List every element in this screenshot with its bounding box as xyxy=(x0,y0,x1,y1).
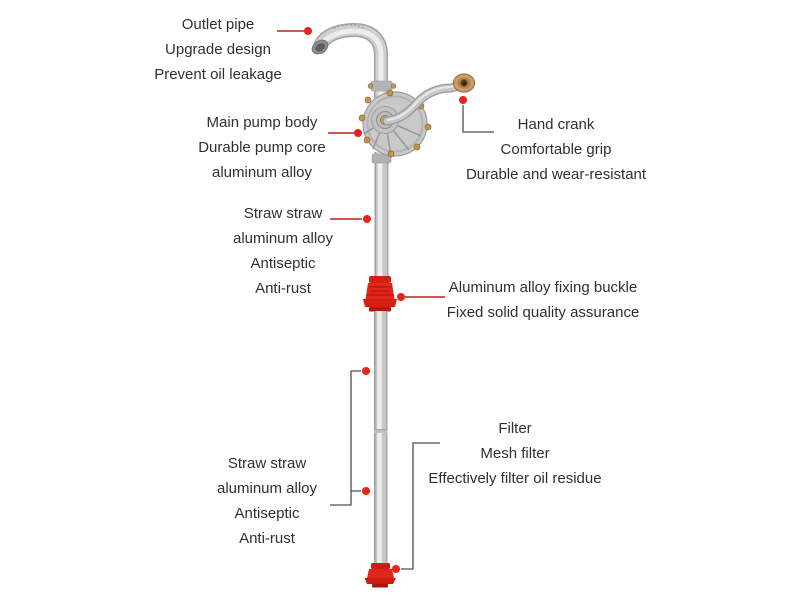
outlet-pipe-graphic xyxy=(311,22,388,103)
pointer-dot-filter xyxy=(392,565,400,573)
callout-text-line: Aluminum alloy fixing buckle xyxy=(448,279,638,296)
callout-text-line: Comfortable grip xyxy=(500,141,612,158)
callout-text-line: Antiseptic xyxy=(234,505,300,522)
callout-text-line: Prevent oil leakage xyxy=(154,66,282,83)
callout-straw-upper: Straw straw aluminum alloy Antiseptic An… xyxy=(233,201,333,301)
callout-text-line: Mesh filter xyxy=(480,445,550,462)
callout-hand-crank: Hand crank Comfortable grip Durable and … xyxy=(466,112,646,187)
callout-text-line: Durable pump core xyxy=(198,139,326,156)
pointer-dot-fixing-buckle xyxy=(397,293,405,301)
fixing-buckle-graphic xyxy=(363,276,397,312)
callout-text-line: aluminum alloy xyxy=(216,480,318,497)
hand-crank-graphic xyxy=(382,73,476,126)
callout-text-line: Durable and wear-resistant xyxy=(465,166,647,183)
suction-pipe-lower-graphic xyxy=(374,311,388,565)
neck-coupler-graphic xyxy=(370,80,393,92)
leader-hand-crank xyxy=(462,105,494,133)
callout-text-line: Antiseptic xyxy=(250,255,316,272)
callout-text-line: Straw straw xyxy=(227,455,307,472)
pointer-dot-pump-body xyxy=(354,129,362,137)
callout-text-line: Straw straw xyxy=(243,205,323,222)
callout-text-line: Upgrade design xyxy=(165,41,271,58)
leader-straw-lower xyxy=(330,370,361,506)
pointer-dot-straw-lower-bottom xyxy=(362,487,370,495)
callout-text-line: Filter xyxy=(498,420,532,437)
callout-text-line: Outlet pipe xyxy=(181,16,255,33)
callout-outlet-pipe: Outlet pipe Upgrade design Prevent oil l… xyxy=(154,12,282,87)
crank-handle-graphic xyxy=(452,73,476,93)
pointer-dot-straw-lower-top xyxy=(362,367,370,375)
outlet-mouth xyxy=(311,39,329,55)
coupler-bolt-icon xyxy=(367,83,374,89)
callout-text-line: Effectively filter oil residue xyxy=(428,470,602,487)
callout-pump-body: Main pump body Durable pump core aluminu… xyxy=(198,110,326,185)
callout-text-line: Anti-rust xyxy=(239,530,295,547)
pipe-joint-graphic xyxy=(374,429,388,433)
callout-text-line: aluminum alloy xyxy=(232,230,334,247)
leader-lines-dark xyxy=(330,105,494,570)
callout-text-line: Hand crank xyxy=(517,116,595,133)
callout-text-line: Main pump body xyxy=(206,114,318,131)
callout-fixing-buckle: Aluminum alloy fixing buckle Fixed solid… xyxy=(447,275,640,325)
callout-straw-lower: Straw straw aluminum alloy Antiseptic An… xyxy=(217,451,317,551)
callout-text-line: Fixed solid quality assurance xyxy=(446,304,640,321)
leader-filter xyxy=(401,442,440,570)
coupler-bolt-icon xyxy=(390,83,397,89)
pointer-dot-hand-crank xyxy=(459,96,467,104)
pipe-coupler-graphic xyxy=(371,153,392,164)
leader-lines-red xyxy=(277,30,445,298)
callout-filter: Filter Mesh filter Effectively filter oi… xyxy=(428,416,601,491)
callout-text-line: aluminum alloy xyxy=(211,164,313,181)
filter-cap-graphic xyxy=(364,563,396,588)
pointer-dots xyxy=(304,27,467,573)
pointer-dot-outlet xyxy=(304,27,312,35)
pointer-dot-straw-upper xyxy=(363,215,371,223)
suction-pipe-upper-graphic xyxy=(371,152,392,278)
callout-text-line: Anti-rust xyxy=(255,280,311,297)
